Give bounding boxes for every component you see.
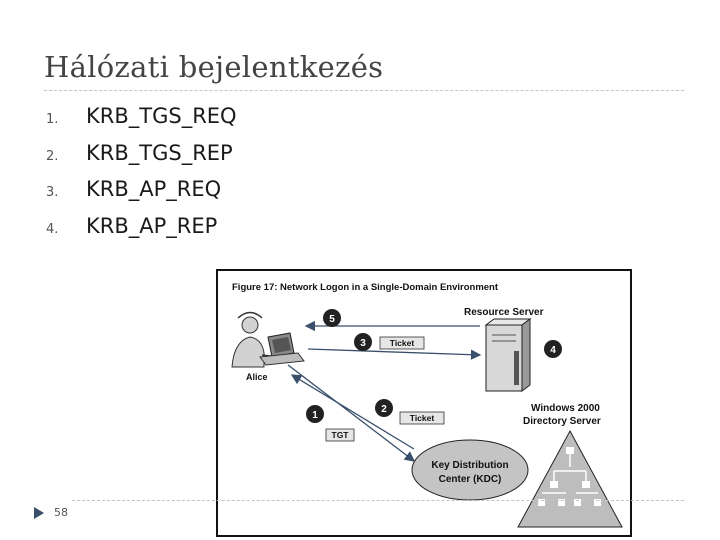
- ticket-tag: Ticket: [379, 336, 425, 350]
- server-icon: [484, 318, 532, 392]
- step-label: KRB_TGS_REQ: [86, 104, 237, 128]
- tgt-label: TGT: [332, 430, 350, 440]
- title-divider: [44, 90, 684, 91]
- resource-server-label: Resource Server: [464, 307, 544, 318]
- footer-divider: [72, 500, 684, 501]
- figure-caption: Figure 17: Network Logon in a Single-Dom…: [232, 282, 499, 293]
- directory-server-label-line2: Directory Server: [523, 416, 601, 427]
- ticket-label: Ticket: [410, 413, 435, 423]
- kdc-label-line1: Key Distribution: [431, 460, 508, 471]
- step-marker-4: 4: [544, 340, 562, 358]
- network-logon-figure: Figure 17: Network Logon in a Single-Dom…: [216, 269, 632, 537]
- step-marker-5: 5: [323, 309, 341, 327]
- kdc-label-line2: Center (KDC): [439, 474, 502, 485]
- step-marker-1: 1: [306, 405, 324, 423]
- step-label: KRB_AP_REP: [86, 213, 218, 238]
- page-number: 58: [54, 506, 68, 519]
- step-marker-2: 2: [375, 399, 393, 417]
- kdc-node: Key Distribution Center (KDC): [411, 439, 529, 501]
- diagram-canvas: Figure 17: Network Logon in a Single-Dom…: [231, 282, 623, 528]
- step-marker-label: 5: [329, 314, 335, 325]
- step-marker-label: 2: [381, 404, 387, 415]
- step-marker-label: 4: [550, 345, 556, 356]
- step-number: 4.: [46, 221, 59, 237]
- slide-title: Hálózati bejelentkezés: [44, 50, 384, 84]
- ticket-tag: Ticket: [399, 411, 445, 425]
- step-label: KRB_TGS_REP: [86, 140, 233, 165]
- step-label: KRB_AP_REQ: [86, 177, 222, 201]
- slide-marker-icon: [34, 507, 44, 519]
- directory-server-label-line1: Windows 2000: [531, 403, 600, 414]
- directory-tree-icon: [517, 429, 623, 528]
- step-marker-label: 3: [360, 338, 366, 349]
- step-marker-label: 1: [312, 410, 318, 421]
- user-workstation-icon: [231, 311, 305, 368]
- ticket-label: Ticket: [390, 338, 415, 348]
- step-number: 3.: [46, 185, 59, 200]
- step-number: 2.: [46, 148, 59, 164]
- step-number: 1.: [46, 112, 59, 127]
- tgt-tag: TGT: [325, 428, 355, 442]
- client-label: Alice: [246, 372, 268, 382]
- step-marker-3: 3: [354, 333, 372, 351]
